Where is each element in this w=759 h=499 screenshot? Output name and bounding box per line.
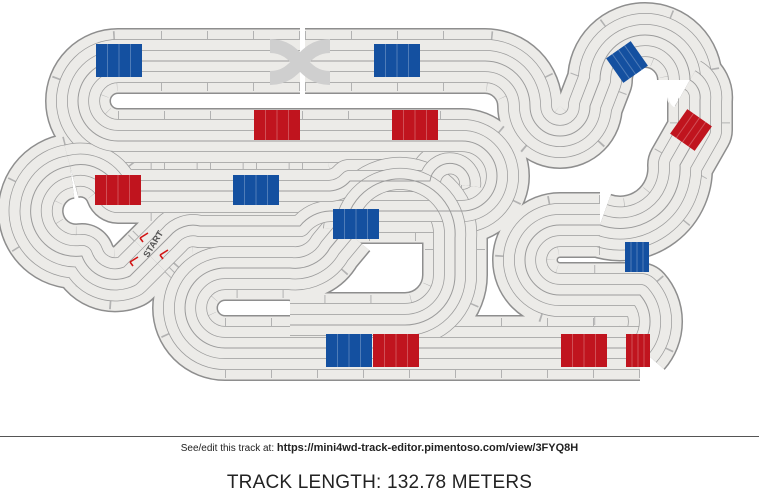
lane-center bbox=[599, 79, 701, 229]
red-block bbox=[626, 334, 650, 367]
red-block bbox=[254, 110, 300, 140]
red-block bbox=[670, 109, 712, 151]
blue-block bbox=[333, 209, 379, 239]
block-stripe bbox=[681, 117, 701, 143]
blue-block bbox=[326, 334, 372, 367]
track-diagram: START bbox=[0, 2, 734, 381]
blue-block bbox=[96, 44, 142, 77]
blue-block bbox=[374, 44, 420, 77]
lane-center bbox=[30, 165, 151, 280]
lane-center bbox=[69, 162, 471, 192]
red-block bbox=[561, 334, 607, 367]
lane-center bbox=[184, 229, 640, 349]
blue-block bbox=[233, 175, 279, 205]
red-block bbox=[392, 110, 438, 140]
blue-block bbox=[625, 242, 649, 272]
see-edit-line: See/edit this track at: https://mini4wd-… bbox=[0, 442, 759, 454]
lane-center bbox=[118, 140, 498, 212]
see-edit-prefix: See/edit this track at: bbox=[180, 443, 275, 454]
start-arrows-icon bbox=[139, 232, 149, 243]
track-length: TRACK LENGTH: 132.78 METERS bbox=[226, 472, 533, 493]
block-stripe bbox=[617, 49, 637, 75]
lane-center bbox=[149, 210, 462, 257]
track-url-link[interactable]: https://mini4wd-track-editor.pimentoso.c… bbox=[276, 442, 579, 454]
start-arrows-icon bbox=[159, 249, 169, 260]
block-stripe bbox=[675, 113, 694, 139]
block-stripe bbox=[688, 121, 707, 147]
blue-block bbox=[606, 41, 648, 83]
block-stripe bbox=[624, 45, 643, 71]
block-stripe bbox=[611, 53, 630, 79]
blocks-layer bbox=[95, 41, 712, 367]
start-arrows-icon bbox=[129, 256, 139, 267]
lane-center bbox=[524, 224, 651, 349]
lane-center bbox=[290, 178, 456, 326]
crossover-icon bbox=[269, 39, 331, 85]
lane-center bbox=[305, 34, 691, 137]
red-block bbox=[95, 175, 141, 205]
footer-divider bbox=[0, 436, 759, 437]
red-block bbox=[373, 334, 419, 367]
